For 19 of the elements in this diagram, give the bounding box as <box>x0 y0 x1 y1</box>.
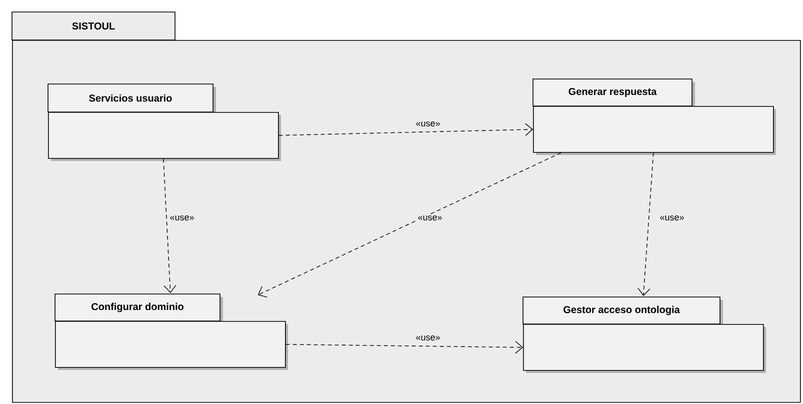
package-box: Generar respuesta <box>532 78 776 155</box>
edge-label: «use» <box>416 214 444 222</box>
dependency-arrow <box>638 152 654 296</box>
dependency-arrow <box>258 152 562 298</box>
node-label: SISTOUL <box>72 22 115 30</box>
edge-label: «use» <box>658 214 686 222</box>
node-label: Configurar dominio <box>92 302 184 312</box>
package-box: Configurar dominio <box>54 294 288 370</box>
dependency-arrow <box>285 340 523 354</box>
node-label: Gestor acceso ontologia <box>564 306 680 316</box>
package-box: Servicios usuario <box>48 84 281 161</box>
dependency-arrow <box>163 158 176 293</box>
edge-label: «use» <box>168 214 196 222</box>
dependency-arrow <box>278 123 533 136</box>
edge-label: «use» <box>414 120 442 128</box>
node-label: Servicios usuario <box>89 94 172 102</box>
package-box: Gestor acceso ontologia <box>522 296 766 373</box>
edge-label: «use» <box>414 334 442 342</box>
node-label: Generar respuesta <box>568 88 657 98</box>
